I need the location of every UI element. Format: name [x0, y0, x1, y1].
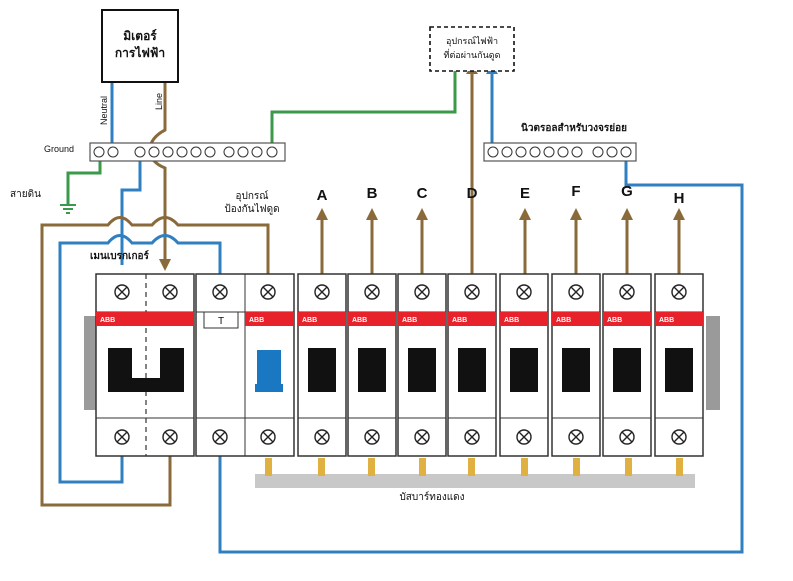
brand-label: ABB [556, 317, 571, 324]
brand-label: ABB [659, 317, 674, 324]
meter-box [101, 9, 179, 83]
brand-label: ABB [352, 317, 367, 324]
ground-wire-to-device [270, 62, 457, 147]
ground-bar-screws [93, 146, 278, 158]
circuit-label-f: F [571, 183, 580, 200]
ground-label: Ground [44, 144, 74, 154]
earth-ground-icon [60, 204, 76, 214]
brand-label: ABB [249, 317, 264, 324]
din-rail-left [84, 316, 96, 410]
busbar-pins [265, 458, 683, 476]
rcd-label-line2: ป้องกันไฟดูด [224, 203, 279, 215]
breaker-screws [114, 284, 687, 445]
branch-breakers [297, 273, 704, 457]
ground-wire-to-earth [66, 158, 102, 205]
neutral-breaker-to-rcd-wire [58, 234, 222, 484]
rcd-label-line1: อุปกรณ์ [235, 190, 268, 202]
protected-device-box [429, 26, 515, 72]
circuit-arrows [316, 208, 685, 276]
brand-label: ABB [100, 317, 115, 324]
neutral-label: Neutral [99, 96, 109, 125]
earth-label: สายดิน [10, 189, 41, 200]
brand-label: ABB [504, 317, 519, 324]
main-breaker-label: เมนเบรกเกอร์ [90, 250, 150, 262]
din-rail-right [706, 316, 720, 410]
busbar-label: บัสบาร์ทองแดง [399, 491, 464, 503]
rcd-device [195, 273, 295, 457]
breaker-d [447, 273, 497, 457]
meter-label-line2: การไฟฟ้า [115, 45, 165, 60]
brand-label: ABB [402, 317, 417, 324]
breaker-g [602, 273, 652, 457]
circuit-label-d: D [467, 185, 478, 202]
breaker-h [654, 273, 704, 457]
meter-label-line1: มิเตอร์ [123, 29, 157, 43]
rcd-neutral-return-wire [218, 158, 744, 554]
breaker-b [347, 273, 397, 457]
neutral-bar-label: นิวตรอลสำหรับวงจรย่อย [521, 122, 627, 134]
circuit-label-h: H [674, 190, 685, 207]
breaker-a [297, 273, 347, 457]
circuit-label-b: B [367, 185, 378, 202]
circuit-label-a: A [317, 187, 328, 204]
breaker-f [551, 273, 601, 457]
brand-label: ABB [452, 317, 467, 324]
line-breaker-to-rcd-wire [40, 216, 270, 507]
breaker-e [499, 273, 549, 457]
brand-label: ABB [607, 317, 622, 324]
device-label-line1: อุปกรณ์ไฟฟ้า [446, 35, 498, 47]
rcd-test-button[interactable]: T [218, 316, 224, 327]
neutral-bar-screws [487, 146, 632, 158]
circuit-label-e: E [520, 185, 530, 202]
main-breaker [95, 273, 195, 457]
neutral-to-breaker-wire [120, 158, 142, 265]
circuit-label-g: G [621, 183, 633, 200]
busbar-bar [255, 474, 695, 488]
brand-label: ABB [302, 317, 317, 324]
device-label-line2: ที่ต่อผ่านกันดูด [444, 48, 501, 61]
line-label: Line [154, 93, 164, 110]
circuit-label-c: C [417, 185, 428, 202]
breaker-c [397, 273, 447, 457]
